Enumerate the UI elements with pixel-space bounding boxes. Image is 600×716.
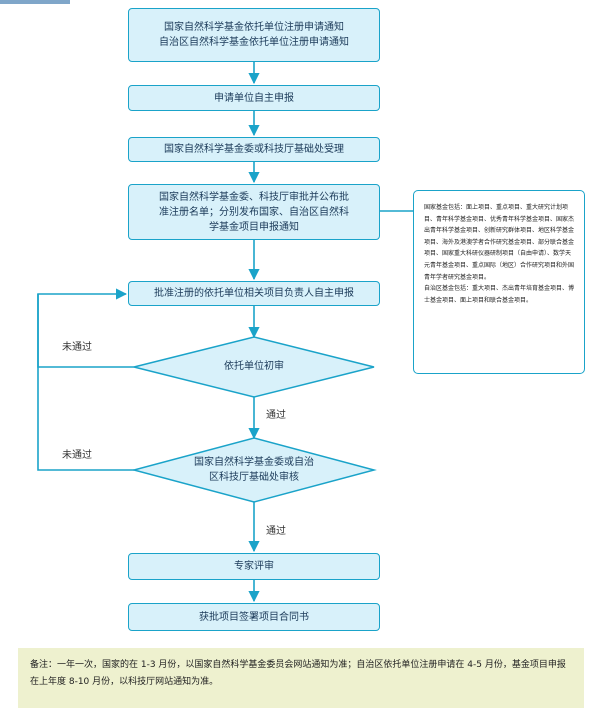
unit-review-decision — [133, 336, 375, 398]
step-registration-notice-text: 国家自然科学基金依托单位注册申请通知 自治区自然科学基金依托单位注册申请通知 — [159, 22, 349, 48]
step-expert-review: 专家评审 — [128, 553, 380, 580]
step-sign-contract-text: 获批项目签署项目合同书 — [199, 611, 309, 623]
edge-label-fail-unit: 未通过 — [62, 342, 92, 353]
step-self-report-text: 申请单位自主申报 — [214, 92, 294, 104]
fund-review-label: 国家自然科学基金委或自治 区科技厅基础处审核 — [194, 457, 314, 483]
step-pi-report: 批准注册的依托单位相关项目负责人自主申报 — [128, 281, 380, 306]
unit-review-label: 依托单位初审 — [224, 361, 284, 372]
step-pi-report-text: 批准注册的依托单位相关项目负责人自主申报 — [154, 288, 354, 299]
regional-fund-types: 自治区基金包括：重大项目、杰出青年培育基金项目、博士基金项目、面上项目和联合基金… — [424, 285, 575, 304]
edge-label-pass-fund: 通过 — [266, 526, 286, 537]
step-registration-notice: 国家自然科学基金依托单位注册申请通知 自治区自然科学基金依托单位注册申请通知 — [128, 8, 380, 62]
footnote-box: 备注：一年一次，国家的在 1-3 月份，以国家自然科学基金委员会网站通知为准；自… — [18, 648, 584, 708]
top-accent-bar — [0, 0, 70, 4]
step-accept: 国家自然科学基金委或科技厅基础处受理 — [128, 137, 380, 162]
step-approve-publish-text: 国家自然科学基金委、科技厅审批并公布批 准注册名单；分别发布国家、自治区自然科 … — [159, 191, 349, 233]
loop-unit-review-fail — [37, 288, 134, 368]
step-expert-review-text: 专家评审 — [234, 561, 274, 572]
fund-review-decision — [131, 437, 377, 503]
step-self-report: 申请单位自主申报 — [128, 85, 380, 111]
fund-types-note: 国家基金包括：面上项目、重点项目、重大研究计划项目、青年科学基金项目、优秀青年科… — [413, 190, 585, 374]
national-fund-types: 国家基金包括：面上项目、重点项目、重大研究计划项目、青年科学基金项目、优秀青年科… — [424, 204, 575, 281]
footnote-text: 备注：一年一次，国家的在 1-3 月份，以国家自然科学基金委员会网站通知为准；自… — [30, 660, 566, 687]
step-sign-contract: 获批项目签署项目合同书 — [128, 603, 380, 631]
edge-label-pass-unit: 通过 — [266, 410, 286, 421]
edge-label-fail-fund: 未通过 — [62, 450, 92, 461]
step-accept-text: 国家自然科学基金委或科技厅基础处受理 — [164, 144, 344, 155]
step-approve-publish: 国家自然科学基金委、科技厅审批并公布批 准注册名单；分别发布国家、自治区自然科 … — [128, 184, 380, 240]
loop-fund-review-fail — [37, 294, 134, 471]
